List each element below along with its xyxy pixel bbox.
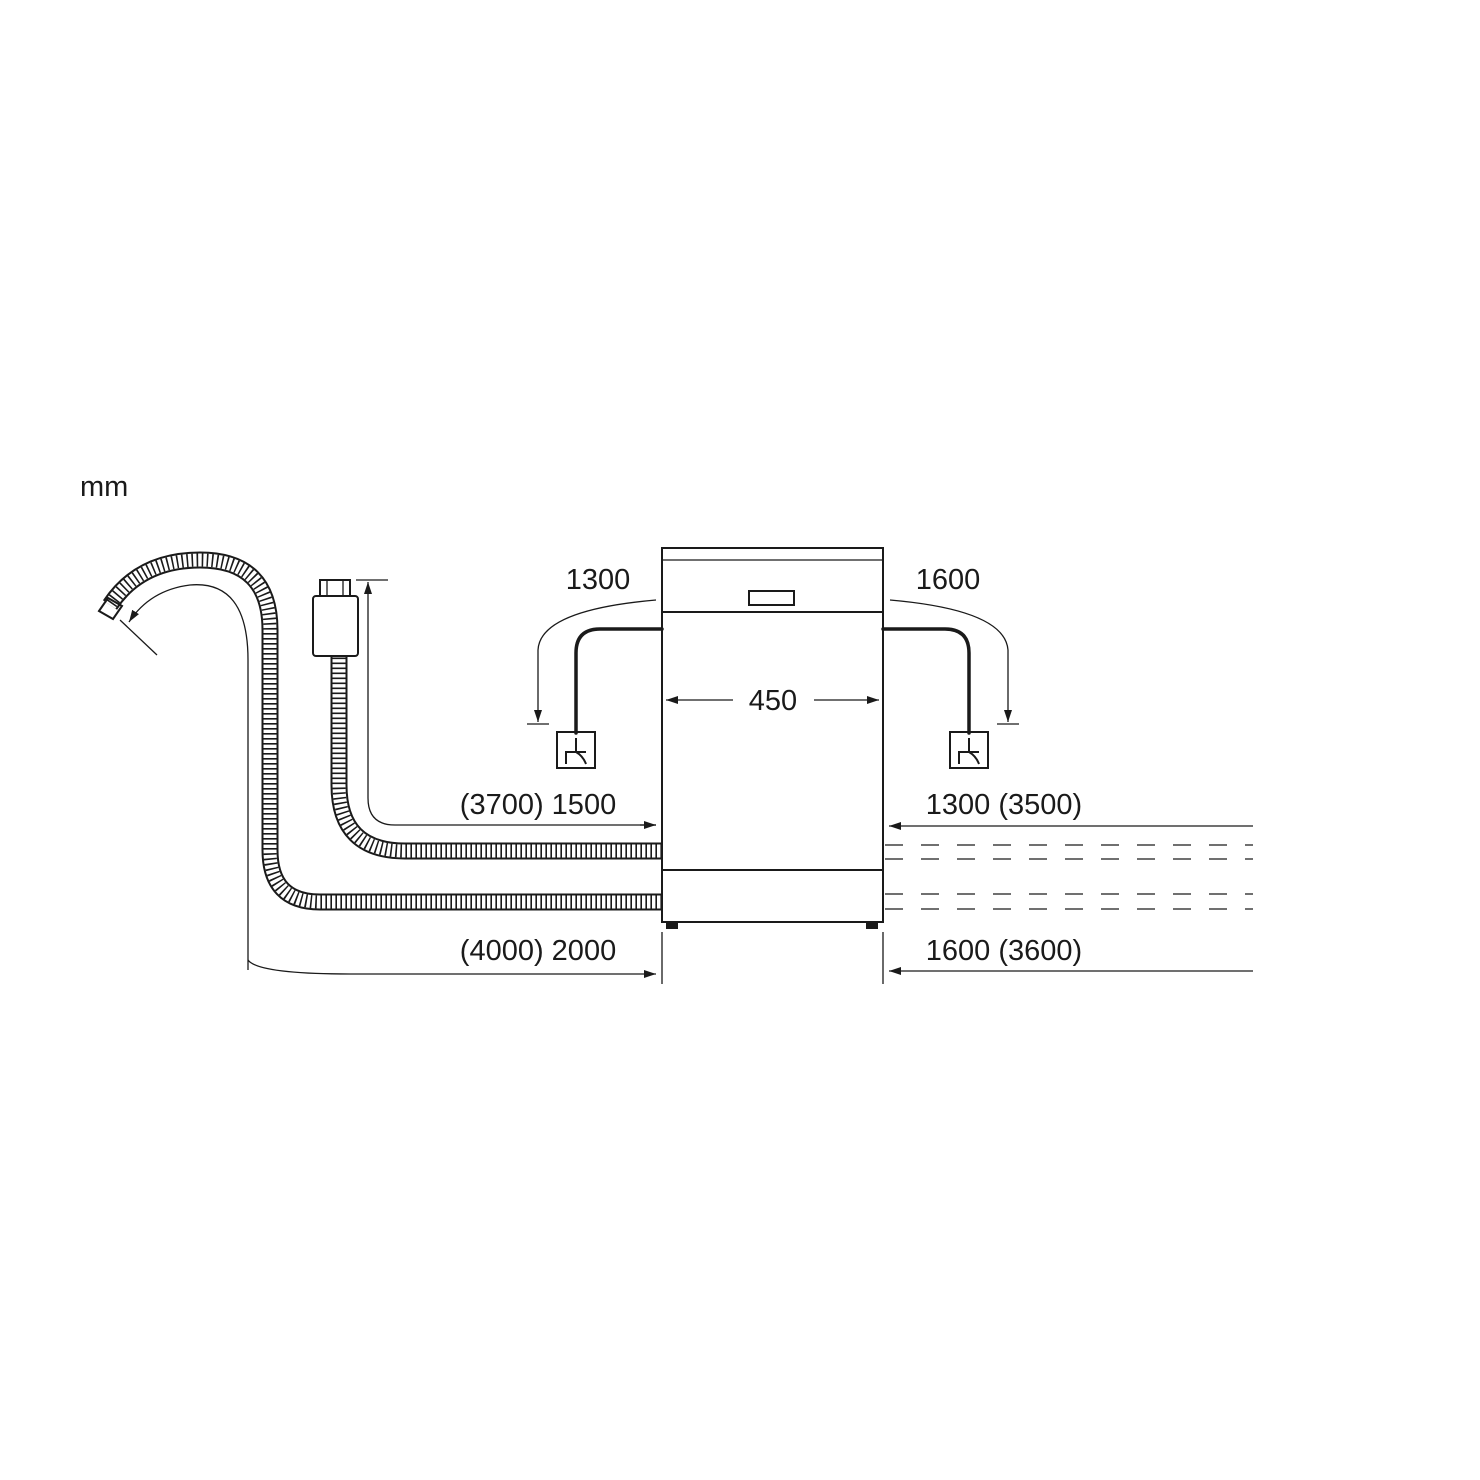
water-tap-icon [565,738,587,765]
inlet-right-label: 1600 [916,564,981,596]
width-label: 450 [749,685,797,717]
water-inlet-hose: (3700) 1500 [312,579,662,860]
aquastop-valve-icon [312,579,359,657]
right-hose-routes: 1300 (3500) 1600 (3600) [885,789,1253,975]
right-supply-cable: 1600 [881,564,1019,769]
dishwasher-body [661,547,884,929]
foot-right [866,922,878,929]
water-tap-icon [958,738,980,765]
left-supply-cable: 1300 [527,564,664,769]
width-dimension: 450 [666,685,879,717]
drain-hose: (4000) 2000 [97,551,662,978]
drain-hose-hook-icon [97,596,124,621]
water-left-label: (3700) 1500 [460,789,616,821]
drain-right-label: 1600 (3600) [926,935,1082,967]
unit-label: mm [80,471,128,503]
control-panel-display [748,590,795,606]
inlet-left-label: 1300 [566,564,631,596]
water-right-label: 1300 (3500) [926,789,1082,821]
drain-left-label: (4000) 2000 [460,935,616,967]
foot-left [666,922,678,929]
